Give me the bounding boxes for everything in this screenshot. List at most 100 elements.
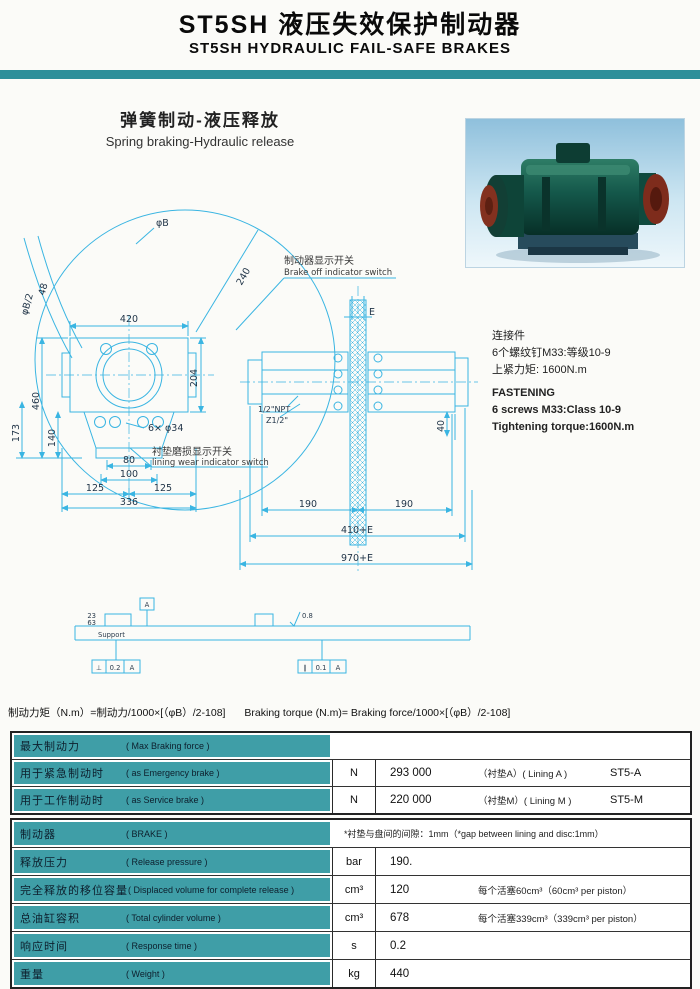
page-subtitle: ST5SH HYDRAULIC FAIL-SAFE BRAKES [188, 40, 512, 57]
dim-40: 40 [436, 420, 447, 432]
row-note [468, 848, 690, 875]
callout-brake-off-en: Brake off indicator switch [284, 268, 392, 278]
row-label-cn: 释放压力 [20, 856, 68, 869]
row-value: 678 [390, 911, 410, 924]
drawing-linework [16, 209, 478, 674]
divider-bar [0, 70, 700, 79]
dim-63: 63 [87, 619, 96, 627]
dim-npt: 1/2"NPT [258, 405, 290, 414]
table-row: 重量 ( Weight ) kg 440 [12, 960, 690, 987]
row-label-en: ( Weight ) [126, 968, 165, 979]
row-label-en: ( as Service brake ) [126, 795, 205, 805]
row-label-en: ( Displaced volume for complete release … [128, 884, 295, 895]
dim-460: 460 [31, 392, 42, 410]
row-value: 120 [390, 883, 410, 896]
dim-173: 173 [11, 424, 22, 442]
row-note: （衬垫A）( Lining A ) [478, 769, 568, 780]
row-label: 制动器 ( BRAKE ) [14, 822, 330, 845]
row-unit: bar [332, 848, 376, 875]
product-photo [465, 118, 685, 268]
row-unit: cm³ [332, 904, 376, 931]
dim-240: 240 [235, 266, 254, 287]
callout-lining-wear-en: lining wear indicator switch [152, 458, 269, 468]
row-label-en: ( BRAKE ) [126, 828, 168, 839]
table-row: 用于工作制动时 ( as Service brake ) N 220 000 （… [12, 787, 690, 813]
row-value: 220 000 [390, 794, 432, 806]
gap-note: *衬垫与盘间的间隙：1mm（*gap between lining and di… [344, 829, 604, 839]
page-title: ST5SH 液压失效保护制动器 [178, 11, 522, 39]
row-label-en: ( Response time ) [126, 940, 198, 951]
row-label-cn: 用于工作制动时 [20, 795, 104, 807]
support-label: Support [98, 631, 125, 639]
row-note [468, 960, 690, 987]
row-note: 每个活塞339cm³（339cm³ per piston） [478, 913, 643, 925]
dim-E: E [369, 307, 375, 318]
dim-336: 336 [120, 497, 138, 508]
row-label-cn: 响应时间 [20, 940, 68, 953]
fastening-note: 连接件 6个螺纹钉M33:等级10-9 上紧力矩: 1600N.m FASTEN… [492, 328, 692, 436]
dim-970e: 970+E [341, 553, 373, 564]
dim-holes: 6× φ34 [148, 423, 183, 434]
dim-125b: 125 [154, 483, 172, 494]
fastening-en-line2: 6 screws M33:Class 10-9 [492, 404, 622, 416]
row-value: 293 000 [390, 767, 432, 779]
row-value: 190. [390, 855, 413, 868]
row-label: 重量 ( Weight ) [14, 962, 330, 985]
dim-420: 420 [120, 314, 138, 325]
row-label: 最大制动力 ( Max Braking force ) [14, 735, 330, 757]
row-note [468, 932, 690, 959]
row-label-cn: 用于紧急制动时 [20, 768, 104, 780]
row-label: 响应时间 ( Response time ) [14, 934, 330, 957]
table-row: 最大制动力 ( Max Braking force ) [12, 733, 690, 760]
fastening-en-title: FASTENING [492, 387, 555, 399]
row-label: 释放压力 ( Release pressure ) [14, 850, 330, 873]
datum-a-label: A [145, 601, 150, 609]
fastening-cn-line2: 6个螺纹钉M33:等级10-9 [492, 347, 611, 359]
braking-torque-formula: 制动力矩（N.m）=制动力/1000×[（φB）/2-108] Braking … [8, 705, 698, 720]
row-label-en: ( Release pressure ) [126, 856, 208, 867]
section-title-en: Spring braking-Hydraulic release [105, 134, 295, 149]
dim-phiB2: φB/2 [19, 292, 36, 316]
dim-410e: 410+E [341, 525, 373, 536]
row-note: 每个活塞60cm³（60cm³ per piston） [478, 885, 633, 897]
dim-204: 204 [189, 369, 200, 387]
section-title-cn: 弹簧制动-液压释放 [120, 111, 280, 130]
dim-08: 0.8 [302, 612, 313, 620]
row-label-cn: 最大制动力 [20, 741, 80, 753]
gdt2-datum: A [336, 664, 341, 672]
gdt1-datum: A [130, 664, 135, 672]
row-label: 总油缸容积 ( Total cylinder volume ) [14, 906, 330, 929]
row-value: 440 [390, 967, 410, 980]
row-empty [332, 733, 690, 759]
row-label-cn: 制动器 [20, 828, 56, 841]
fastening-en-line3: Tightening torque:1600N.m [492, 421, 635, 433]
row-unit: s [332, 932, 376, 959]
dim-z12: Z1/2" [266, 416, 288, 425]
row-label: 用于工作制动时 ( as Service brake ) [14, 789, 330, 811]
dim-100: 100 [120, 469, 138, 480]
gdt2-value: 0.1 [316, 664, 327, 672]
row-unit: kg [332, 960, 376, 987]
callout-lining-wear-cn: 衬垫磨损显示开关 [152, 445, 232, 458]
row-model: ST5-M [610, 794, 643, 806]
row-unit: cm³ [332, 876, 376, 903]
table-row: 总油缸容积 ( Total cylinder volume ) cm³ 678 … [12, 904, 690, 932]
row-unit: N [332, 760, 376, 786]
product-photo-image [466, 119, 684, 267]
dim-23: 23 [87, 612, 96, 620]
row-label-en: ( Total cylinder volume ) [126, 912, 221, 923]
table-row: 释放压力 ( Release pressure ) bar 190. [12, 848, 690, 876]
row-label-cn: 完全释放的移位容量 [20, 884, 128, 897]
section-heading: 弹簧制动-液压释放 Spring braking-Hydraulic relea… [60, 106, 340, 149]
callout-brake-off-cn: 制动器显示开关 [284, 254, 354, 267]
fastening-cn-title: 连接件 [492, 330, 525, 342]
dim-190a: 190 [299, 499, 317, 510]
row-unit: N [332, 787, 376, 813]
gdt2-symbol: ∥ [303, 664, 306, 672]
brake-parameters-table: 制动器 ( BRAKE ) *衬垫与盘间的间隙：1mm（*gap between… [10, 818, 692, 989]
gdt1-value: 0.2 [110, 664, 121, 672]
dim-80: 80 [123, 455, 135, 466]
table-row: 完全释放的移位容量 ( Displaced volume for complet… [12, 876, 690, 904]
row-label-en: ( as Emergency brake ) [126, 768, 220, 778]
braking-force-table: 最大制动力 ( Max Braking force ) 用于紧急制动时 ( as… [10, 731, 692, 815]
